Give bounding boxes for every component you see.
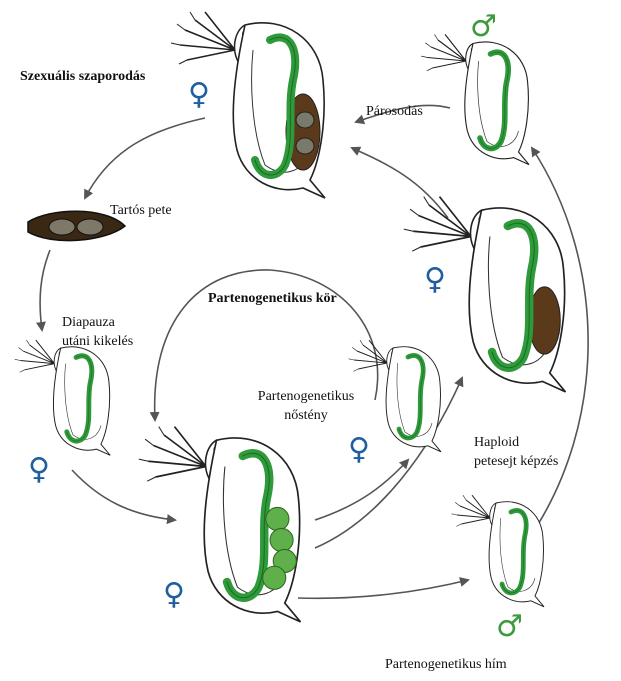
daphnia-hatched-female <box>15 340 110 455</box>
male-symbol-top: ♂ <box>470 12 497 42</box>
label-parth-female-1: Partenogenetikus <box>246 388 366 406</box>
arrow-to-main-female <box>72 470 175 520</box>
label-haploid-2: petesejt képzés <box>474 453 558 471</box>
female-symbol-small: ♀ <box>348 435 370 465</box>
arrow-to-male <box>298 580 468 598</box>
daphnia-male-mating <box>421 34 529 164</box>
daphnia-parthenogenetic-male <box>452 495 544 607</box>
label-parth-female-2: nőstény <box>246 407 366 425</box>
label-parthenogenetic-cycle: Partenogenetikus kör <box>208 290 337 308</box>
female-symbol-haploid: ♀ <box>424 265 446 295</box>
label-diapause-2: utáni kikelés <box>62 333 133 351</box>
label-diapause-1: Diapauza <box>62 314 115 332</box>
female-symbol-main: ♀ <box>163 580 185 610</box>
label-sexual-reproduction: Szexuális szaporodás <box>20 68 145 86</box>
female-symbol-sexual: ♀ <box>188 80 210 110</box>
label-haploid-1: Haploid <box>474 434 519 452</box>
arrow-to-hatching <box>40 250 50 330</box>
label-resting-egg: Tartós pete <box>110 202 172 220</box>
male-symbol-bottom: ♂ <box>496 612 523 642</box>
label-parthenogenetic-male: Partenogenetikus hím <box>385 656 507 674</box>
arrow-to-resting-egg <box>85 118 205 198</box>
label-mating: Párosodás <box>366 103 423 121</box>
arrow-to-small-female <box>315 460 408 520</box>
female-symbol-hatched: ♀ <box>28 455 50 485</box>
